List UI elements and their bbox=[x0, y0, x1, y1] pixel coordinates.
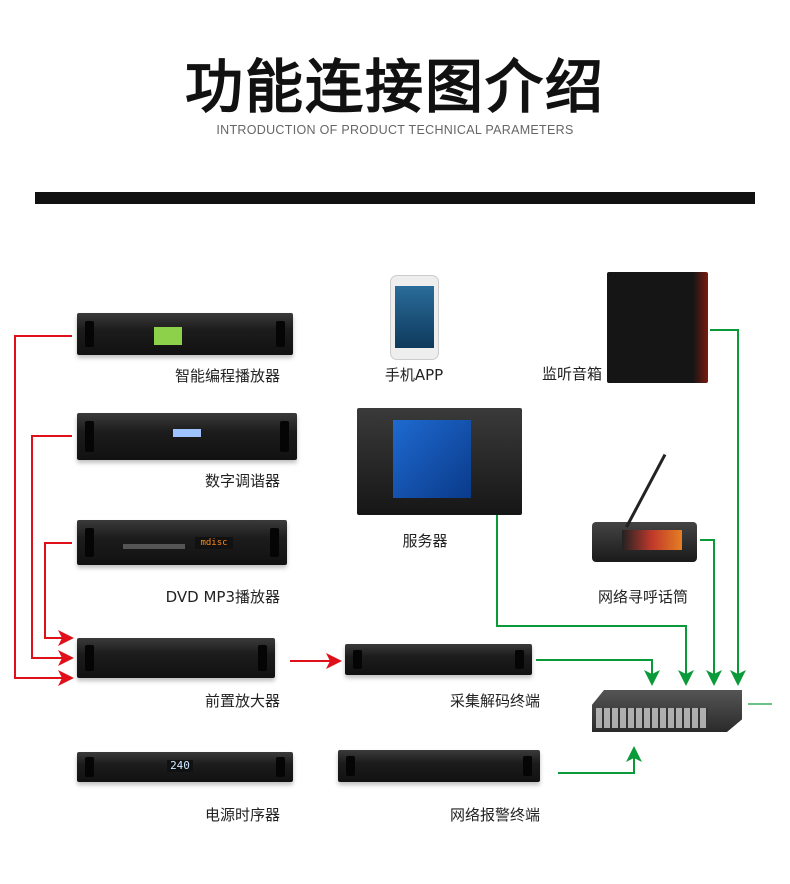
net-link-alarm bbox=[558, 746, 642, 774]
speaker-label: 监听音箱 bbox=[541, 365, 602, 383]
phone-screen bbox=[395, 286, 434, 348]
app-label: 手机APP bbox=[384, 366, 444, 384]
audio-link-tuner bbox=[31, 435, 74, 666]
tuner-display bbox=[173, 429, 201, 437]
net-link-decoder bbox=[536, 659, 660, 686]
alarm-label: 网络报警终端 bbox=[449, 806, 540, 824]
preamp-label: 前置放大器 bbox=[204, 692, 280, 710]
preamp-device bbox=[77, 638, 275, 678]
page-subtitle: INTRODUCTION OF PRODUCT TECHNICAL PARAME… bbox=[216, 123, 574, 137]
sequencer-display: 240 bbox=[167, 760, 193, 772]
sequencer-device: 240 bbox=[77, 752, 293, 782]
tuner-device bbox=[77, 413, 297, 460]
dvd-display: mdisc bbox=[195, 537, 233, 549]
decoder-device bbox=[345, 644, 532, 675]
net-link-speaker bbox=[710, 329, 746, 686]
net-link-mic bbox=[700, 539, 722, 686]
phone-image bbox=[390, 275, 439, 360]
audio-link-dvd bbox=[44, 542, 74, 646]
paging-mic-screen bbox=[622, 530, 682, 550]
dvd-device: mdisc bbox=[77, 520, 287, 565]
paging-mic-image bbox=[592, 522, 697, 562]
network-switch-image bbox=[592, 690, 742, 732]
dvd-label: DVD MP3播放器 bbox=[165, 588, 280, 606]
alarm-device bbox=[338, 750, 540, 782]
switch-ports bbox=[596, 708, 708, 728]
audio-link-player bbox=[14, 335, 74, 686]
player-lcd bbox=[154, 327, 182, 345]
page-title: 功能连接图介绍 bbox=[184, 53, 605, 121]
net-link-server bbox=[496, 515, 694, 686]
server-screen bbox=[393, 420, 471, 498]
divider-bar bbox=[35, 192, 755, 204]
server-image bbox=[357, 408, 522, 515]
server-label: 服务器 bbox=[402, 532, 448, 550]
decoder-label: 采集解码终端 bbox=[449, 692, 540, 710]
sequencer-label: 电源时序器 bbox=[204, 806, 280, 824]
paging-mic-label: 网络寻呼话筒 bbox=[597, 588, 689, 606]
tuner-label: 数字调谐器 bbox=[204, 472, 280, 490]
player-label: 智能编程播放器 bbox=[174, 367, 280, 385]
speaker-image bbox=[607, 272, 708, 383]
player-device bbox=[77, 313, 293, 355]
disc-slot bbox=[123, 544, 185, 549]
